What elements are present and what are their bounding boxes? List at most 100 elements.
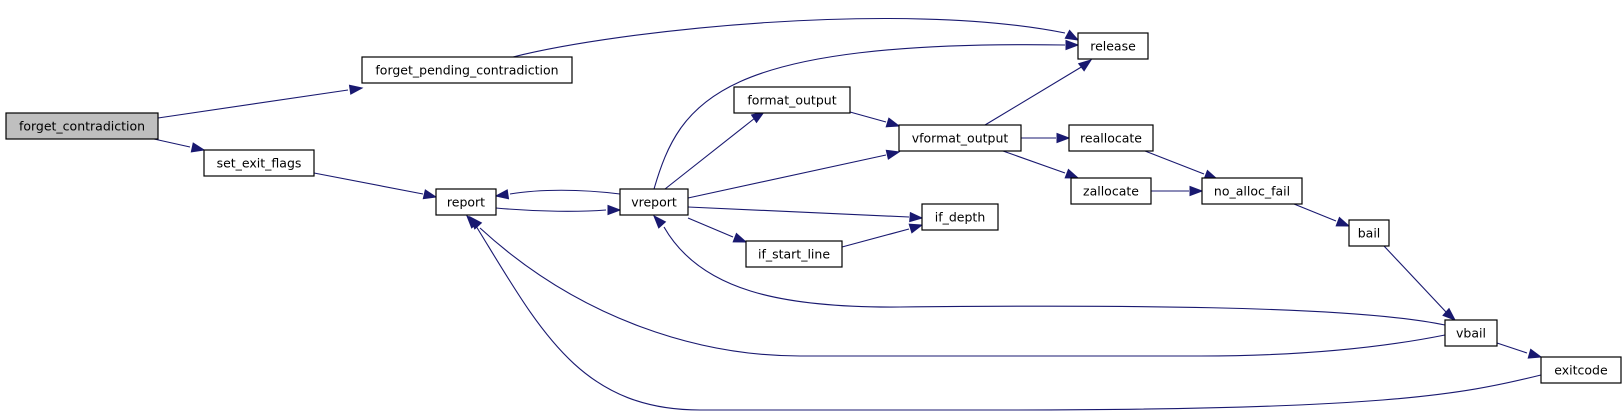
edge-line [653,44,1066,190]
node-label: set_exit_flags [217,156,302,171]
node-label: format_output [747,93,836,108]
node-box [921,203,999,231]
node-if-depth[interactable]: if_depth [921,203,999,231]
edge-set-exit-flags-to-report [313,172,438,200]
edge-line [687,217,734,238]
node-label: zallocate [1083,184,1139,199]
node-label: exitcode [1554,363,1608,378]
edge-vreport-to-format-output [664,111,766,190]
arrowhead-icon [653,214,667,229]
nodes-layer: forget_contradiction forget_pending_contr… [5,32,1622,384]
arrowhead-icon [1527,348,1543,359]
node-forget-contradiction[interactable]: forget_contradiction [5,112,159,140]
node-label: no_alloc_fail [1214,184,1290,199]
node-box [5,112,159,140]
node-forget-pending-contradiction[interactable]: forget_pending_contradiction [361,56,573,84]
edge-line [313,172,424,195]
edge-vformat-output-to-zallocate [1002,150,1080,179]
node-box [745,240,843,268]
edge-format-output-to-vformat-output [849,111,901,128]
arrowhead-icon [1189,185,1204,197]
edge-line [479,227,1446,357]
node-label: if_start_line [758,247,830,262]
edge-line [512,18,1066,58]
arrowhead-icon [1335,216,1351,227]
edge-forget-pending-contradiction-to-release [512,18,1080,58]
arrowhead-icon [1077,59,1093,72]
edge-line [687,206,910,218]
node-zallocate[interactable]: zallocate [1070,177,1152,205]
arrowhead-icon [1056,132,1071,144]
arrowhead-icon [607,204,622,216]
edges-layer [153,18,1543,411]
edge-line [664,117,756,190]
edge-vreport-to-vformat-output [687,149,901,199]
edge-line [153,138,191,148]
edge-vbail-to-exitcode [1496,342,1543,359]
edge-forget-contradiction-to-forget-pending-contradiction [157,84,364,119]
edge-vbail-to-vreport [653,214,1446,326]
arrowhead-icon [1065,39,1080,51]
node-box [1348,219,1390,247]
edge-line [849,111,887,123]
node-box [203,149,315,177]
edge-line [1144,150,1205,175]
edge-no-alloc-fail-to-bail [1293,203,1351,227]
node-box [1540,356,1622,384]
arrowhead-icon [908,223,924,234]
arrowhead-icon [466,214,480,229]
edge-if-start-line-to-if-depth [841,223,924,248]
node-label: vformat_output [912,131,1009,146]
node-label: vreport [631,195,677,210]
edge-line [687,154,887,199]
edge-vreport-to-release [653,39,1080,190]
node-vbail[interactable]: vbail [1444,319,1498,347]
arrowhead-icon [1442,307,1457,321]
node-bail[interactable]: bail [1348,219,1390,247]
arrowhead-icon [422,189,438,200]
node-report[interactable]: report [435,188,497,216]
node-label: release [1090,39,1136,54]
node-reallocate[interactable]: reallocate [1068,124,1154,152]
edge-line [495,207,607,212]
node-set-exit-flags[interactable]: set_exit_flags [203,149,315,177]
node-no-alloc-fail[interactable]: no_alloc_fail [1201,177,1303,205]
edge-line [1002,150,1066,174]
arrowhead-icon [909,211,924,223]
edge-line [841,228,910,248]
arrowhead-icon [1064,29,1080,41]
edge-reallocate-to-no-alloc-fail [1144,150,1219,180]
node-box [1201,177,1303,205]
edge-line [157,89,349,119]
node-vreport[interactable]: vreport [619,188,689,216]
node-box [361,56,573,84]
node-vformat-output[interactable]: vformat_output [898,124,1022,152]
node-label: report [447,195,485,210]
arrowhead-icon [885,149,901,160]
node-box [733,86,851,114]
node-box [1070,177,1152,205]
node-if-start-line[interactable]: if_start_line [745,240,843,268]
node-label: forget_pending_contradiction [375,63,558,78]
node-label: vbail [1456,326,1486,341]
node-release[interactable]: release [1077,32,1149,60]
edge-vformat-output-to-reallocate [1021,132,1071,144]
arrowhead-icon [885,117,901,128]
edge-vbail-to-report [469,215,1446,357]
node-label: if_depth [935,210,986,225]
arrowhead-icon [1064,168,1080,179]
edge-line [984,65,1084,126]
arrowhead-icon [190,142,206,153]
edge-vreport-to-if-depth [687,206,924,223]
node-box [898,124,1022,152]
edge-line [509,189,621,195]
node-label: forget_contradiction [19,119,145,134]
edge-exitcode-to-report [466,214,1542,411]
edge-bail-to-vbail [1383,245,1457,321]
node-exitcode[interactable]: exitcode [1540,356,1622,384]
edge-vreport-to-report [494,189,621,200]
edge-line [663,226,1446,326]
edge-line [1496,342,1528,354]
node-format-output[interactable]: format_output [733,86,851,114]
